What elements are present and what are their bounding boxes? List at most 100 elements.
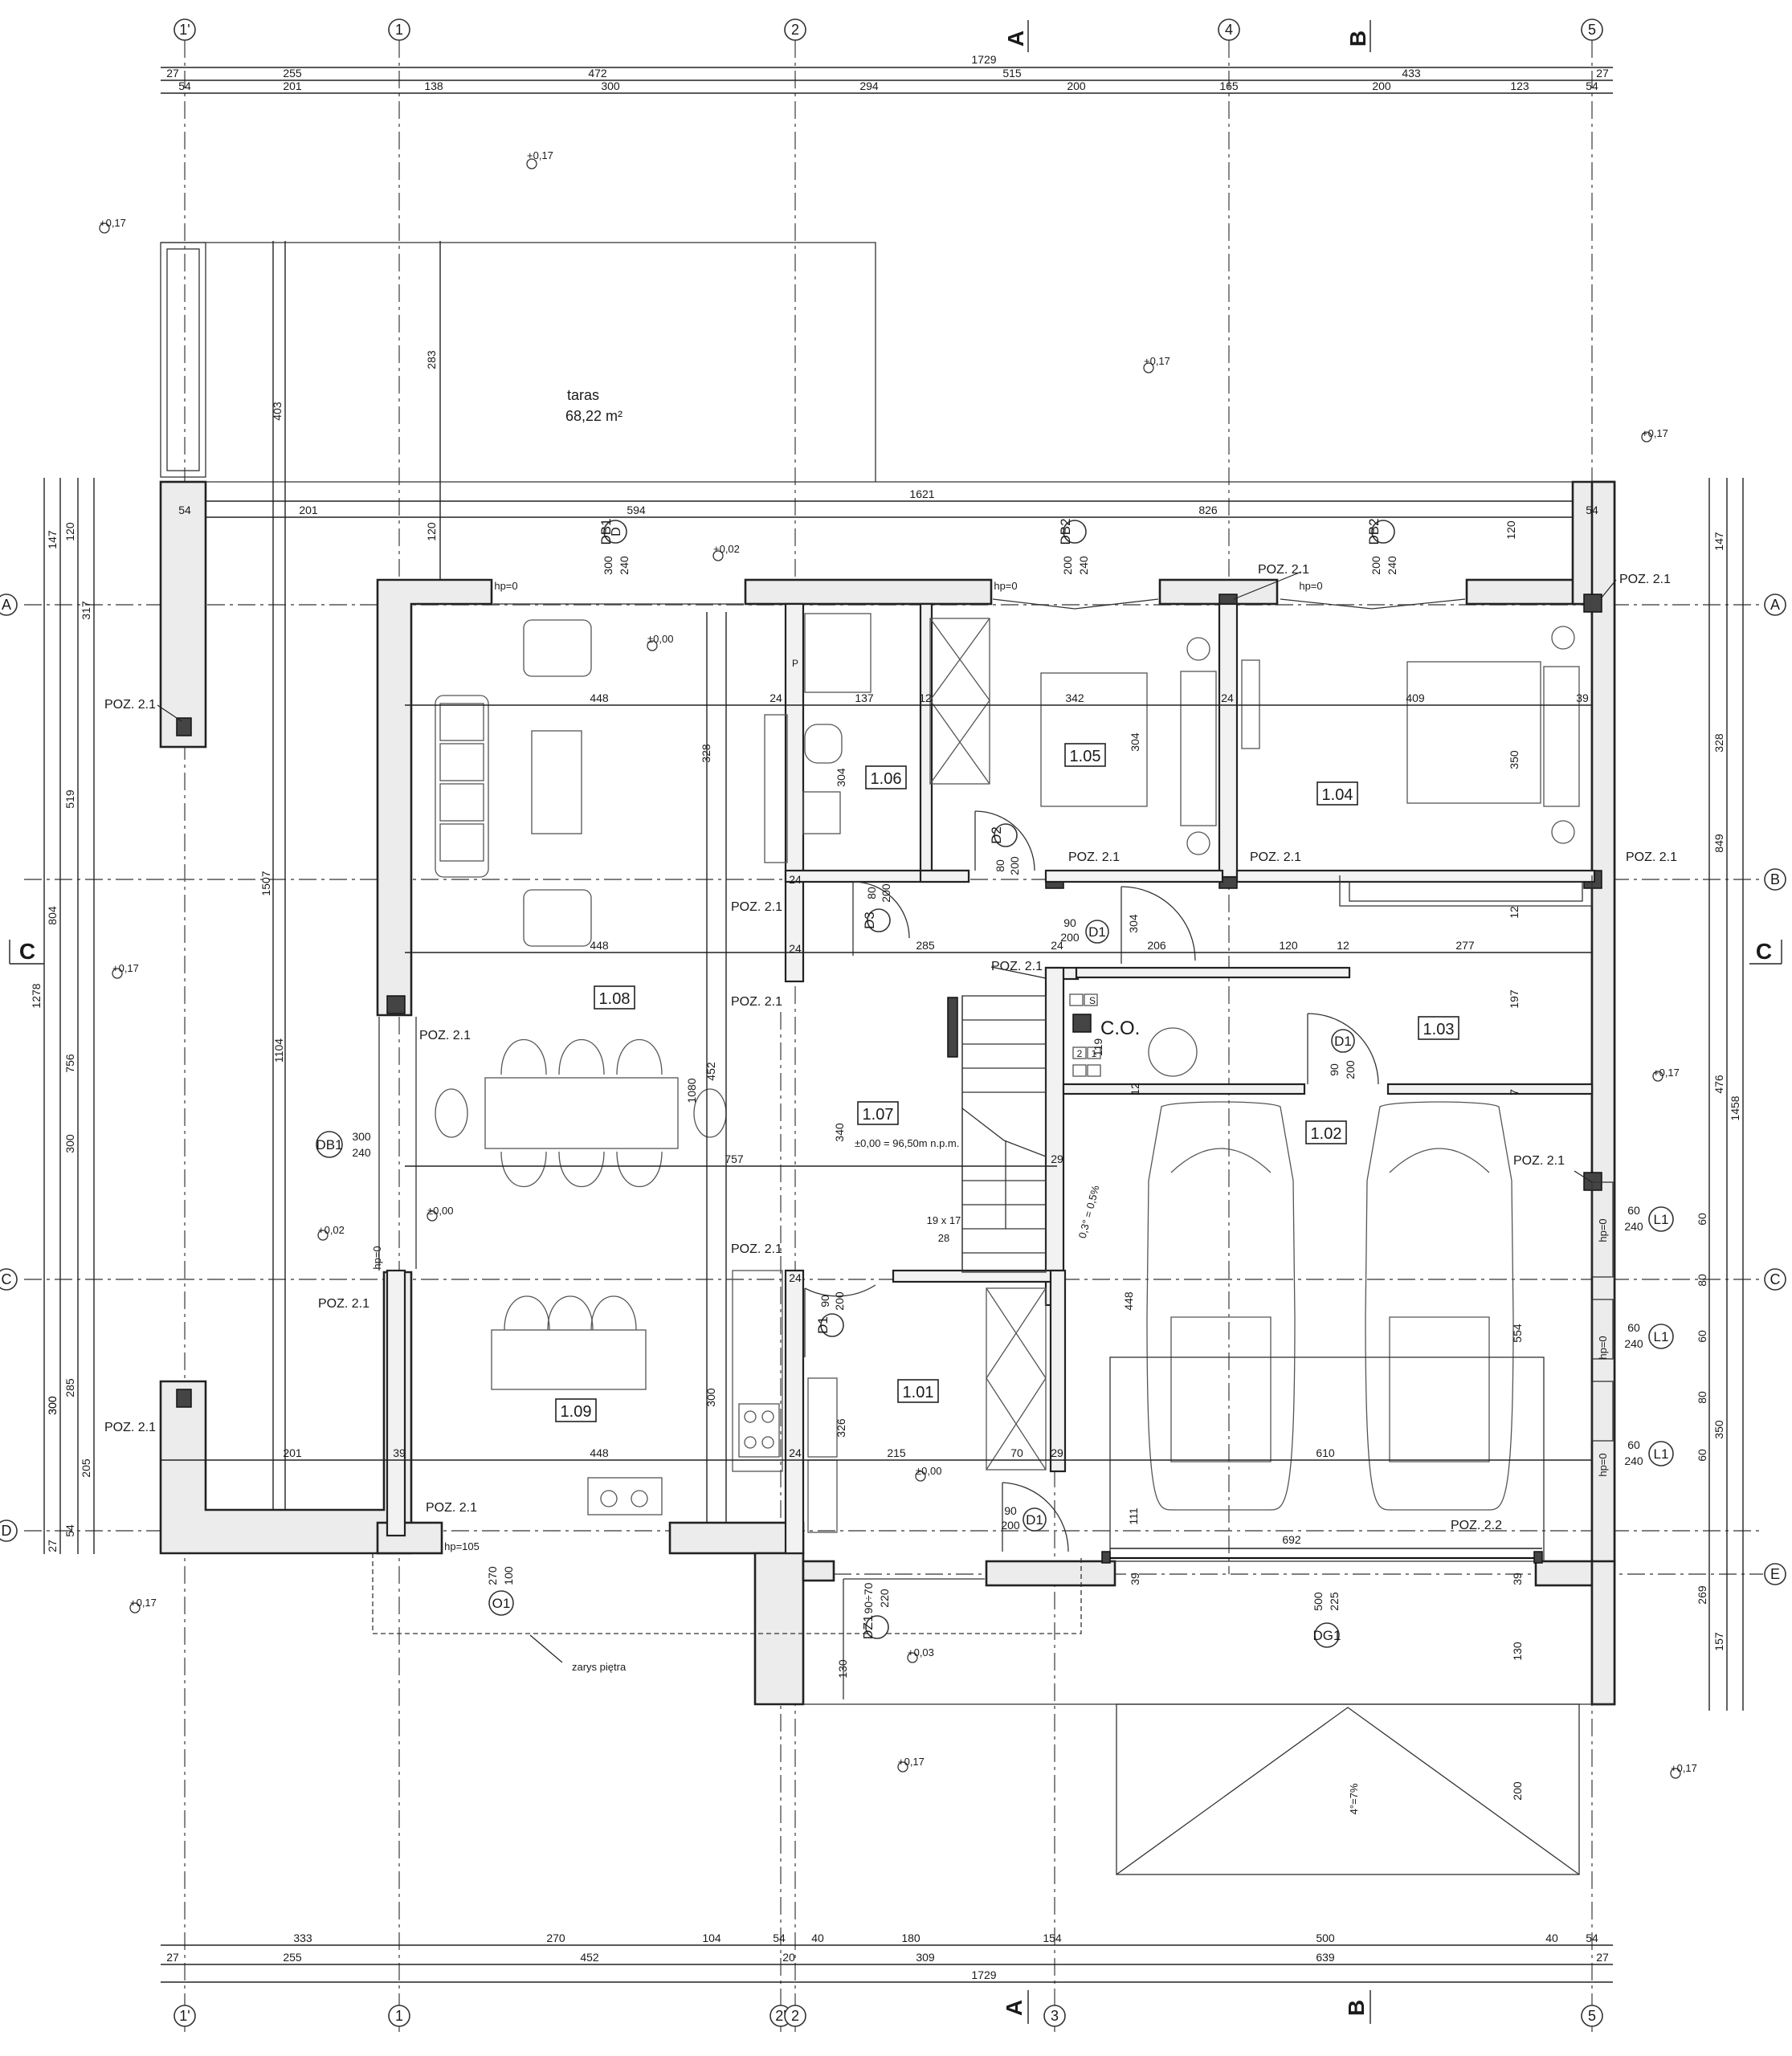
dim-right-inner-4: 80 (1696, 1391, 1708, 1404)
svg-text:240: 240 (1624, 1220, 1643, 1233)
dims-top: 1729 27 255 472 515 433 27 54 201 138 30… (161, 53, 1613, 94)
hp-label-5: hp=0 (371, 1246, 383, 1269)
dim-right-outer-1: 476 (1712, 1075, 1725, 1094)
svg-text:+0,17: +0,17 (1144, 355, 1170, 367)
room-labels: 1.01 1.02 1.03 1.04 1.05 1.06 1.07 1.08 … (555, 743, 1459, 1422)
armchair-top (523, 619, 592, 677)
dim-bottom-r2-4: 309 (916, 1951, 935, 1964)
svg-text:60: 60 (1627, 1438, 1640, 1451)
hp-label-7: hp=0 (1597, 1336, 1609, 1359)
room-1-08: 1.08 (594, 985, 635, 1010)
bed-1-04 (1406, 661, 1541, 804)
idim-44: 119 (1092, 1038, 1104, 1057)
door-d1-co (1307, 1013, 1379, 1085)
section-marker-a-top: A (1003, 20, 1029, 52)
axis-bubble-a-left: A (0, 594, 18, 616)
dim-left-mid-2: 300 (63, 1134, 76, 1153)
idim-31: 1080 (685, 1078, 698, 1103)
door-d3 (852, 881, 910, 956)
partition-1-07-east (1044, 966, 1065, 1307)
wall-vestibule (753, 1552, 805, 1706)
poz-label-3: POZ. 2.1 (731, 900, 782, 914)
level-marker-14: +0,02 (317, 1224, 345, 1241)
idim-21: 215 (887, 1446, 906, 1459)
dim-top-r2-1: 201 (283, 80, 302, 92)
column-left-top (176, 717, 192, 736)
svg-text:C: C (1756, 939, 1772, 964)
poz-label-5: POZ. 2.1 (991, 960, 1043, 973)
svg-text:+0,17: +0,17 (112, 962, 139, 974)
dim-bottom-r1-6: 154 (1043, 1932, 1062, 1944)
axis-bubble-3-bottom: 3 (1043, 2005, 1066, 2027)
idim-51: 29 (1051, 1446, 1063, 1459)
level-marker-1: +0,17 (526, 149, 553, 169)
svg-text:1': 1' (179, 22, 190, 38)
door-d2 (974, 810, 1035, 871)
svg-text:±0,00: ±0,00 (916, 1465, 941, 1477)
door-dz1 (843, 1578, 985, 1699)
idim-22: 610 (1316, 1446, 1335, 1459)
svg-text:1: 1 (395, 2008, 403, 2024)
axis-bubble-1prime-bottom: 1' (173, 2005, 196, 2027)
armchair-bottom (523, 889, 592, 947)
wall-south-kitchen (668, 1521, 805, 1555)
partition-1-01-east (1049, 1269, 1067, 1473)
partition-1-03-south-a (1062, 1083, 1306, 1095)
axis-bubble-b-right: B (1764, 868, 1786, 891)
dim-bottom-total: 1729 (971, 1968, 996, 1981)
svg-text:80: 80 (994, 859, 1006, 872)
svg-text:3: 3 (1051, 2008, 1059, 2024)
opening-tags: D DB1 300 240 DB2 200 240 DB2 200 240 DB… (316, 518, 1674, 1648)
idim-11: 12 (919, 691, 932, 704)
svg-text:A: A (1003, 31, 1028, 47)
terrace: taras 68,22 m² (160, 241, 1606, 1510)
level-marker-4: +0,17 (1641, 427, 1668, 443)
room-1-05: 1.05 (1064, 743, 1106, 767)
poz-labels: POZ. 2.1 POZ. 2.1 POZ. 2.1 POZ. 2.1 POZ.… (104, 563, 1677, 1532)
dim-right-inner-0: 147 (1712, 532, 1725, 551)
idim-53: 201 (283, 1446, 302, 1459)
svg-text:D: D (2, 1523, 12, 1539)
shower (804, 613, 872, 693)
svg-text:1': 1' (179, 2008, 190, 2024)
svg-text:1.08: 1.08 (599, 990, 631, 1008)
svg-text:A: A (2, 597, 11, 613)
meter-s: S (1089, 995, 1096, 1006)
garage: 4°=7% 0,3° = 0,5% (803, 1101, 1613, 1875)
level-markers: +0,17 +0,17 +0,17 +0,17 +0,17 +0,17 +0,1… (99, 149, 1697, 1779)
idim-32: 452 (704, 1062, 717, 1081)
svg-text:80: 80 (865, 887, 878, 900)
poz-label-4: POZ. 2.1 (731, 995, 782, 1009)
idim-10: 24 (769, 691, 782, 704)
partition-1-04-south (1235, 869, 1596, 883)
axis-bubble-5-bottom: 5 (1581, 2005, 1603, 2027)
dim-top-total: 1729 (971, 53, 996, 66)
dining-table (484, 1077, 679, 1149)
poz-label-11: POZ. 2.1 (1513, 1154, 1565, 1168)
window-db2-right (1280, 598, 1466, 610)
stairs-run: 28 (938, 1232, 949, 1244)
wall-south-garage-west (985, 1560, 1116, 1587)
level-marker-15: +0,03 (907, 1646, 934, 1663)
dim-left-inner-3: 285 (63, 1378, 76, 1397)
idim-56: 24 (789, 942, 802, 955)
svg-text:B: B (1344, 2000, 1369, 2016)
axis-bubble-2-bottom: 2 (784, 2005, 806, 2027)
dims-right: 1458 849 476 328 350 147 60 80 60 80 60 … (1696, 478, 1744, 1711)
svg-text:220: 220 (878, 1589, 891, 1608)
room-1-03: 1.03 (1418, 1016, 1459, 1040)
poz-label-10: POZ. 2.1 (1626, 851, 1677, 864)
poz-label-8: POZ. 2.1 (1258, 563, 1309, 577)
svg-text:D2: D2 (989, 826, 1004, 844)
svg-text:200: 200 (880, 883, 892, 903)
partition-1-03-south-b (1386, 1083, 1594, 1095)
level-marker-2: +0,17 (99, 217, 126, 234)
dim-top-r2-0: 54 (178, 80, 191, 92)
svg-text:225: 225 (1328, 1592, 1341, 1611)
dim-top-r1-5: 27 (1596, 67, 1609, 80)
tag-o1: O1 270 100 (486, 1566, 515, 1616)
outline-label: zarys piętra (572, 1661, 627, 1673)
kitchen-counter (732, 1270, 783, 1472)
idim-9: 409 (1406, 691, 1425, 704)
idim-46: 130 (1511, 1642, 1524, 1661)
